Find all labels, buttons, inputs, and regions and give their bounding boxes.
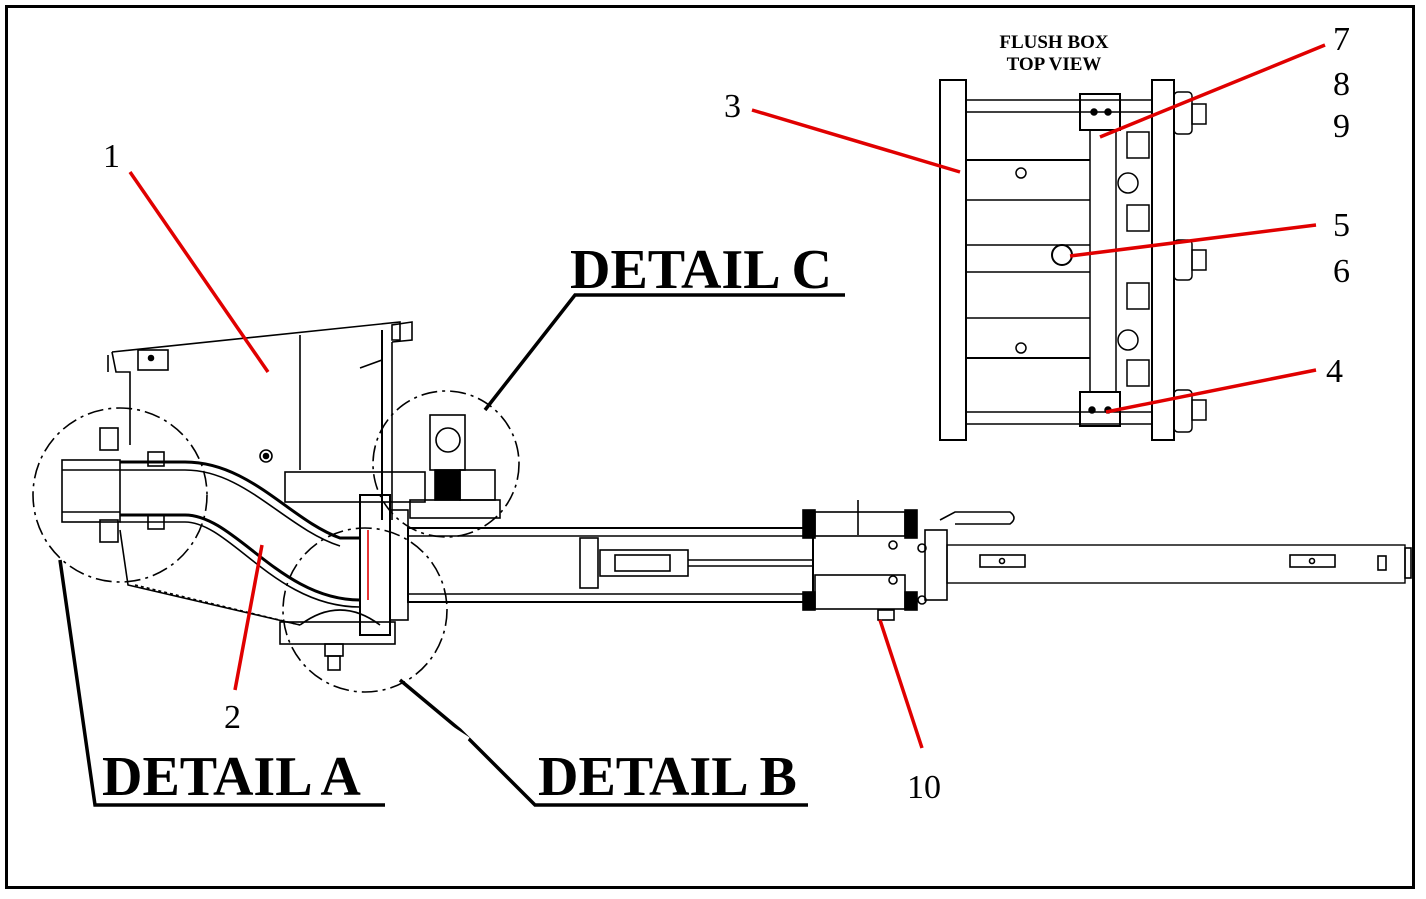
flush-box-side-view: [61, 321, 1412, 671]
callout-5: 5: [1333, 207, 1350, 244]
callout-6: 6: [1333, 253, 1350, 290]
leader-7: [1099, 43, 1326, 139]
leader-10: [878, 619, 924, 749]
leader-3: [751, 108, 961, 174]
callout-4: 4: [1326, 353, 1343, 390]
leader-2: [233, 544, 264, 691]
leader-1: [128, 171, 270, 373]
callout-1: 1: [103, 138, 120, 175]
callout-3: 3: [724, 88, 741, 125]
detail-a-circle: [32, 407, 208, 583]
detail-a-leader: [58, 559, 385, 807]
callout-2: 2: [224, 699, 241, 736]
drawing-frame: [5, 5, 1415, 889]
callout-9: 9: [1333, 108, 1350, 145]
detail-c-leader: [483, 293, 845, 412]
callout-8: 8: [1333, 66, 1350, 103]
leader-4: [1105, 368, 1317, 414]
detail-c-circle: [372, 390, 520, 538]
detail-b-break: [446, 724, 470, 743]
detail-a-label: DETAIL A: [102, 746, 361, 808]
top-view-title-line1: FLUSH BOX: [999, 32, 1109, 53]
detail-b-leader: [398, 678, 808, 807]
leader-5: [1069, 223, 1317, 258]
callout-7: 7: [1333, 21, 1350, 58]
detail-b-label: DETAIL B: [538, 746, 797, 808]
top-view-title-line2: TOP VIEW: [1007, 54, 1102, 75]
detail-c-label: DETAIL C: [570, 239, 832, 301]
detail-b-circle: [282, 527, 448, 693]
flush-box-top-view: [939, 79, 1207, 441]
callout-10: 10: [907, 769, 941, 806]
